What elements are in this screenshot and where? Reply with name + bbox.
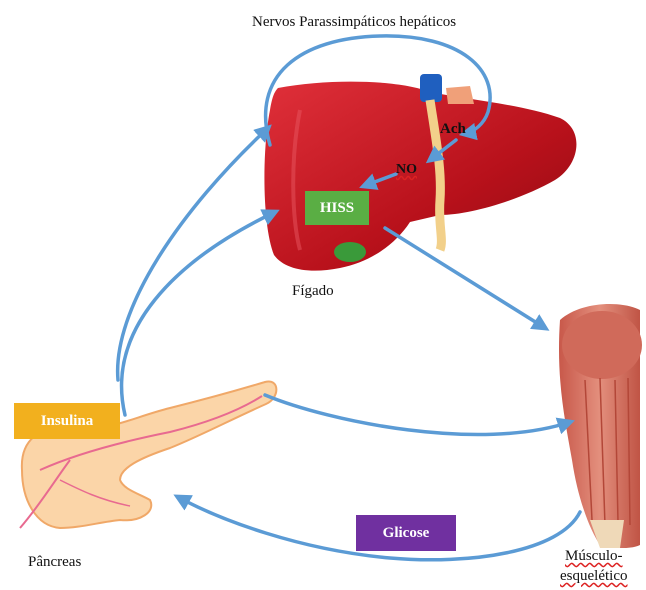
ach-label: Ach [440, 121, 466, 138]
no-label: NO [396, 162, 417, 178]
gallbladder-icon [334, 242, 366, 262]
nerves-label: Nervos Parassimpáticos hepáticos [252, 14, 456, 31]
skeletal-muscle-illustration [559, 304, 642, 548]
hiss-box: HISS [305, 191, 369, 225]
liver-label: Fígado [292, 283, 334, 300]
liver-illustration [264, 74, 576, 271]
pancreas-label: Pâncreas [28, 554, 81, 571]
glucose-box: Glicose [356, 515, 456, 551]
muscle-label-line1: Músculo- [565, 548, 623, 565]
vena-cava-icon [420, 74, 442, 102]
arrow-hiss-to-muscle [385, 228, 545, 328]
muscle-label-line2: esquelético [560, 568, 627, 585]
arrow-pancreas-to-muscle [265, 395, 570, 435]
insulin-box: Insulina [14, 403, 120, 439]
arrow-insulin-to-liver-2 [122, 212, 275, 415]
arrow-insulin-to-liver-1 [118, 128, 268, 380]
